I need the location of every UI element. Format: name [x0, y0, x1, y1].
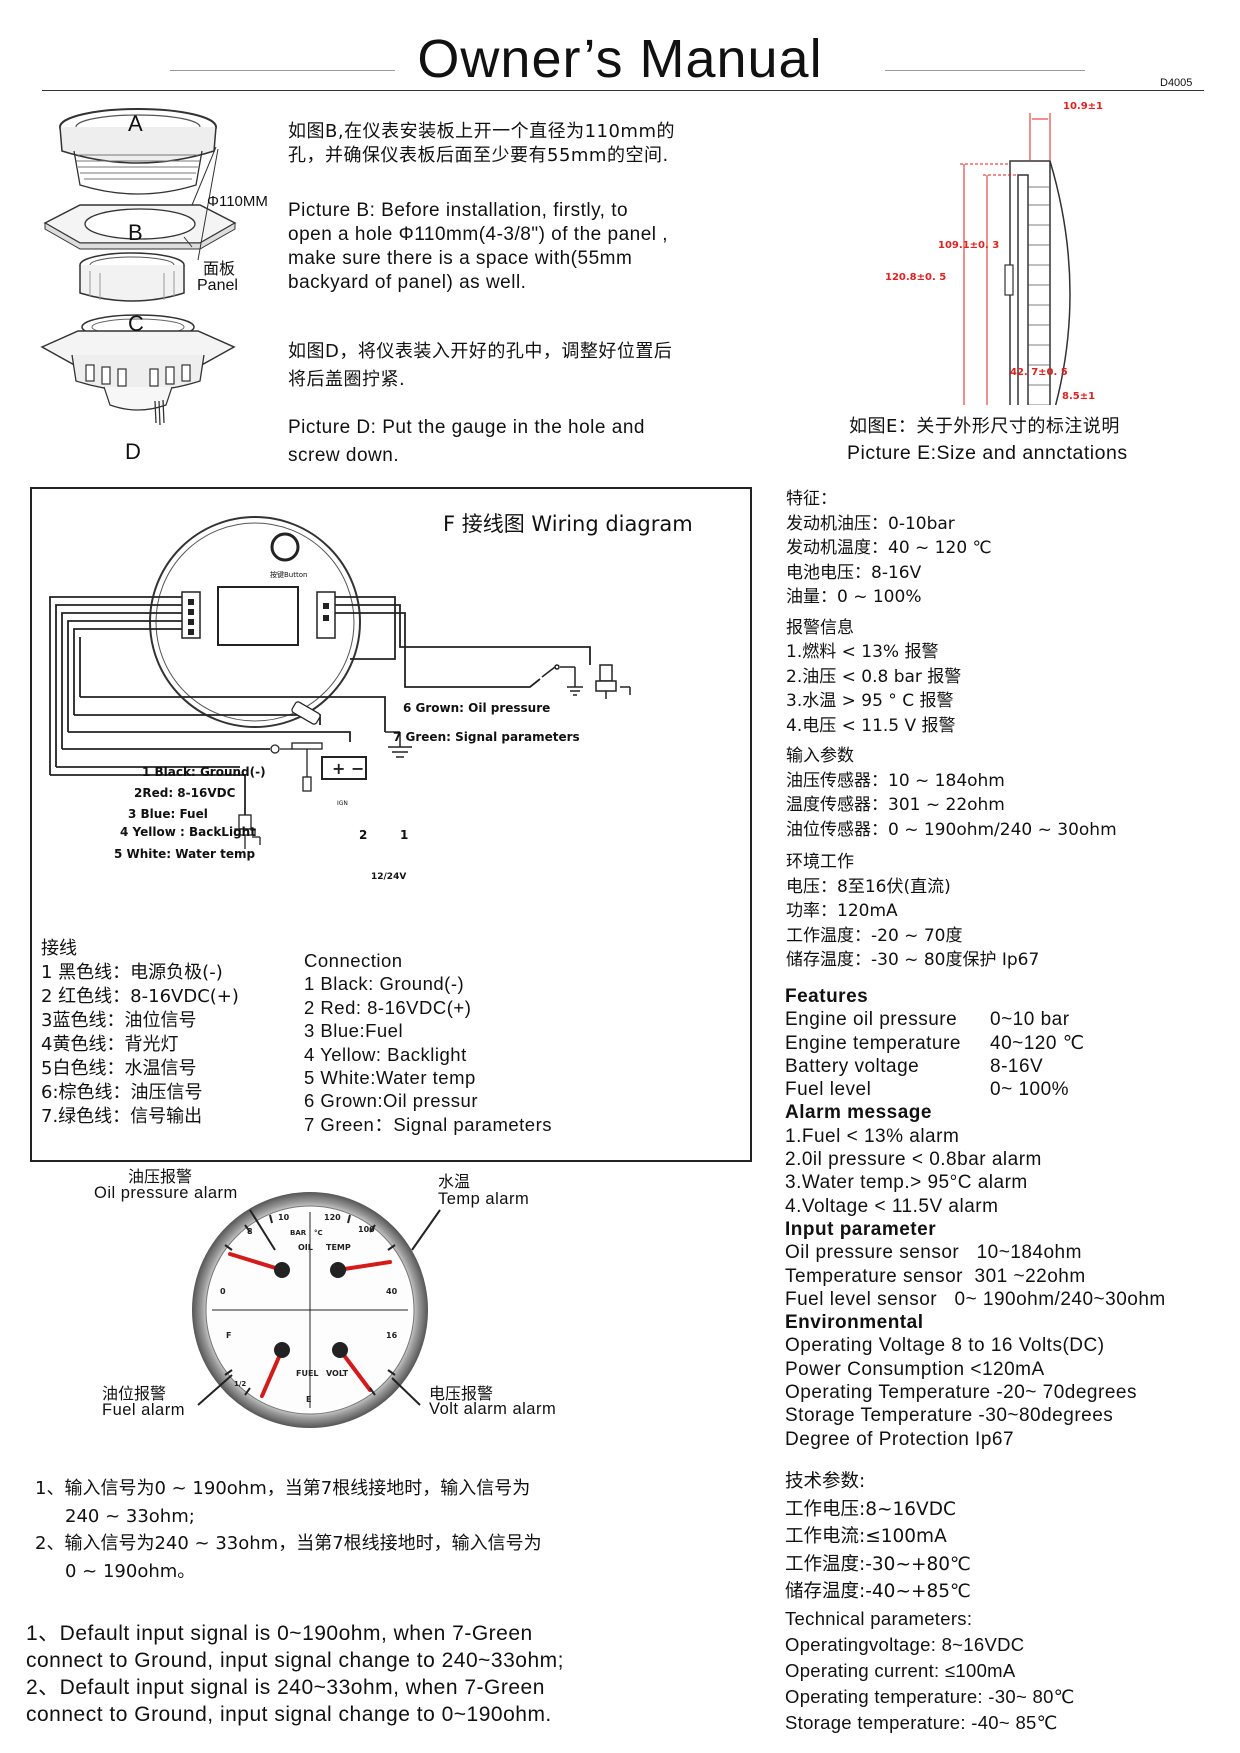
document-id: D4005 — [1160, 77, 1193, 89]
notes-cn: 1、输入信号为0 ~ 190ohm，当第7根线接地时，输入信号为 240 ~ 3… — [35, 1478, 542, 1582]
gauge-fuel-label: FUEL — [296, 1369, 319, 1378]
gauge-tick-0: 0 — [220, 1287, 226, 1296]
part-c-ring-icon — [79, 252, 185, 302]
wire-3-label: 3 Blue: Fuel — [128, 807, 208, 821]
battery-terminal-1: 1 — [400, 828, 409, 842]
part-b-panel-icon — [43, 204, 237, 250]
dimension-caption-en: Picture E:Size and annctations — [847, 442, 1128, 464]
panel-label-en: Panel — [197, 277, 238, 294]
install-d-text-en: Picture D: Put the gauge in the hole and… — [288, 417, 645, 466]
dimension-caption-cn: 如图E：关于外形尺寸的标注说明 — [849, 416, 1120, 437]
button-icon — [270, 532, 300, 562]
page-title: Owner’s Manual — [417, 29, 823, 89]
gauge-oil-label: OIL — [298, 1243, 313, 1252]
alarm-leader-lines — [197, 1209, 441, 1406]
gauge-volt-label: VOLT — [326, 1369, 349, 1378]
part-b-label: B — [128, 220, 144, 245]
installation-parts-illustration — [40, 108, 237, 426]
oil-alarm-label-cn: 油压报警 — [128, 1167, 193, 1186]
part-d-label: D — [125, 439, 142, 464]
install-b-text-en: Picture B: Before installation, firstly,… — [288, 200, 669, 293]
wiring-diagram-svg: + − — [49, 516, 631, 849]
title-rule-left — [170, 70, 395, 71]
fuel-alarm-label-en: Fuel alarm — [102, 1401, 185, 1419]
battery-terminal-2: 2 — [359, 828, 368, 842]
wire-2-label: 2Red: 8-16VDC — [134, 786, 236, 800]
dim-top: 10.9±1 — [1063, 101, 1104, 112]
install-b-text-cn: 如图B,在仪表安装板上开一个直径为110mm的孔，并确保仪表板后面至少要有55m… — [288, 121, 675, 166]
gauge-tick-16: 16 — [386, 1331, 398, 1340]
svg-text:+ −: + − — [332, 759, 364, 778]
env-en-heading: Environmental — [785, 1312, 924, 1334]
alarm-cn-heading: 报警信息 — [786, 617, 854, 638]
gauge-face-illustration: OIL TEMP FUEL VOLT BAR °C 10 8 0 120 100… — [192, 1192, 428, 1428]
oil-alarm-label-en: Oil pressure alarm — [94, 1184, 238, 1202]
part-d-assembled-icon — [40, 314, 236, 426]
notes-en: 1、Default input signal is 0~190ohm, when… — [26, 1622, 564, 1726]
button-label: 按键Button — [270, 571, 308, 579]
dim-outer: 120.8±0. 5 — [885, 272, 947, 283]
input-en-heading: Input parameter — [785, 1218, 937, 1240]
gauge-tick-e: E — [306, 1395, 311, 1404]
gauge-celsius-unit: °C — [314, 1229, 323, 1237]
volt-alarm-label-en: Volt alarm alarm — [429, 1400, 557, 1418]
alarm-en-heading: Alarm message — [785, 1102, 932, 1124]
gauge-tick-40: 40 — [386, 1287, 398, 1296]
tech-params-en: Technical parameters:Operatingvoltage: 8… — [785, 1608, 1075, 1733]
part-a-label: A — [128, 111, 144, 136]
features-en-heading: Features — [785, 986, 869, 1007]
input-cn-heading: 输入参数 — [786, 746, 854, 766]
env-cn-heading: 环境工作 — [786, 852, 854, 872]
display-screen — [217, 586, 299, 646]
wire-4-label: 4 Yellow : BackLight — [120, 825, 256, 839]
wiring-diagram-title: F 接线图 Wiring diagram — [443, 512, 693, 536]
fuel-alarm-label-cn: 油位报警 — [102, 1384, 167, 1403]
features-cn-heading: 特征： — [786, 489, 837, 509]
dim-depth: 42. 7±0. 5 — [1010, 367, 1068, 378]
panel-label-cn: 面板 — [203, 259, 236, 278]
install-d-text-cn: 如图D，将仪表装入开好的孔中，调整好位置后将后盖圈拧紧. — [288, 341, 673, 390]
gauge-tick-120: 120 — [324, 1213, 341, 1222]
wire-5-label: 5 White: Water temp — [114, 847, 256, 861]
battery-icon — [321, 756, 367, 780]
gauge-tick-half: 1/2 — [234, 1380, 246, 1388]
wire-7-label: 7 Green: Signal parameters — [393, 730, 580, 744]
battery-voltage-label: 12/24V — [371, 872, 407, 882]
header-divider — [42, 90, 1204, 91]
temp-alarm-label-en: Temp alarm — [438, 1190, 530, 1208]
title-rule-right — [885, 70, 1085, 71]
wiring-diagram-box — [30, 487, 752, 1162]
gauge-bar-unit: BAR — [290, 1229, 307, 1237]
wire-1-label: 1 Black: Ground(-) — [142, 765, 266, 779]
ign-label: IGN — [337, 800, 348, 807]
part-a-bezel-icon — [59, 108, 217, 195]
hole-diameter-label: Φ110MM — [207, 193, 268, 210]
volt-alarm-label-cn: 电压报警 — [429, 1384, 494, 1403]
gauge-temp-label: TEMP — [326, 1243, 351, 1252]
part-c-label: C — [128, 311, 145, 336]
gauge-tick-8: 8 — [247, 1227, 253, 1236]
dim-inner: 109.1±0. 3 — [938, 240, 1000, 251]
temp-alarm-label-cn: 水温 — [438, 1172, 471, 1191]
dimension-drawing — [960, 113, 1071, 405]
gauge-tick-100: 100 — [358, 1225, 375, 1234]
wire-6-label: 6 Grown: Oil pressure — [403, 701, 551, 715]
gauge-tick-f: F — [226, 1331, 231, 1340]
gauge-tick-10: 10 — [278, 1213, 290, 1222]
dim-bottom: 8.5±1 — [1062, 391, 1096, 402]
